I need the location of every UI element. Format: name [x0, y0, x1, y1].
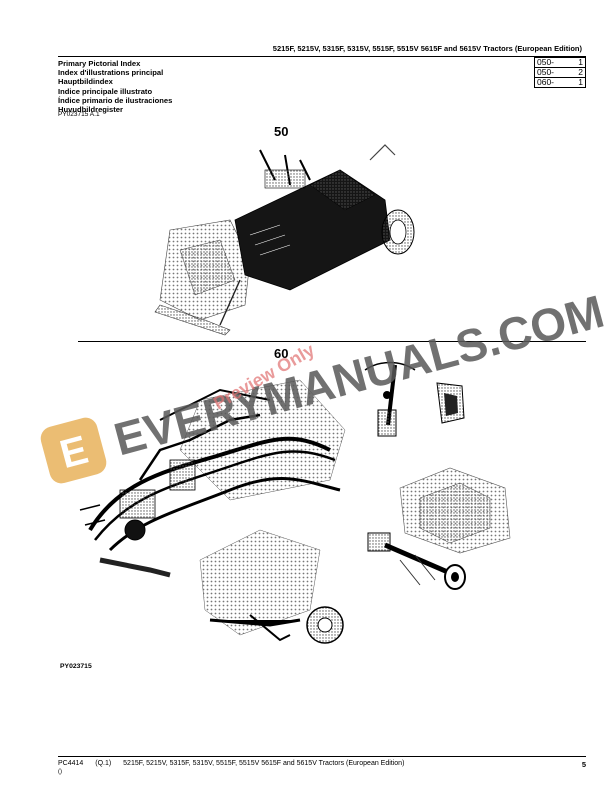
hydraulic-pump-illustration[interactable] [390, 458, 520, 558]
ref-code: 050- [534, 67, 571, 78]
section-divider [78, 341, 586, 342]
header-divider [58, 56, 586, 57]
footer-revision: (Q.1) [95, 760, 112, 767]
footer-doc-code: PC4414 [58, 760, 84, 767]
watermark-logo-badge [40, 417, 107, 484]
brake-illustration[interactable] [190, 520, 370, 660]
ref-row[interactable]: 050- 1 [534, 57, 587, 68]
ref-page: 1 [570, 57, 587, 68]
section-label-50[interactable]: 50 [274, 124, 289, 139]
index-title-it: Indice principale illustrato [58, 86, 153, 96]
index-title-en: Primary Pictorial Index [58, 59, 141, 68]
page-number: 5 [581, 760, 586, 769]
footer-divider [58, 756, 586, 757]
lever-illustration[interactable] [360, 355, 450, 445]
footer: PC4414 (Q.1) 5215F, 5215V, 5315F, 5315V,… [58, 760, 414, 767]
everymanuals-watermark: E EVERYMANUALS.COM Preview Only [40, 285, 609, 484]
hydraulic-lines-illustration[interactable] [79, 360, 360, 580]
index-title-fr: Index d'illustrations principal [58, 68, 164, 78]
ref-row[interactable]: 050- 2 [534, 67, 587, 78]
index-title-de: Hauptbildindex [58, 77, 113, 87]
footer-sub: () [58, 769, 62, 775]
document-header-title: 5215F, 5215V, 5315F, 5315V, 5515F, 5515V… [272, 44, 582, 53]
index-title-sv: Huvudbildregister [58, 105, 123, 115]
axle-illustration[interactable] [360, 525, 470, 595]
figure-label: PY023715 [60, 663, 92, 670]
bracket-illustration[interactable] [432, 378, 472, 428]
watermark-site-name: EVERYMANUALS.COM [109, 285, 610, 466]
index-title-es: Índice primario de ilustraciones [58, 95, 173, 105]
ref-row[interactable]: 060- 1 [534, 77, 587, 88]
figure-id-top: PY023715 A.1 [58, 111, 100, 118]
ref-page: 2 [570, 67, 587, 78]
ref-page: 1 [570, 77, 587, 88]
footer-title: 5215F, 5215V, 5315F, 5315V, 5515F, 5515V… [123, 760, 405, 767]
ref-code: 060- [534, 77, 571, 88]
index-title-list: Primary Pictorial Index Index d'illustra… [58, 59, 172, 114]
section-reference-table: 050- 1 050- 2 060- 1 [534, 57, 587, 88]
transmission-illustration[interactable] [140, 140, 420, 340]
section-label-60[interactable]: 60 [274, 346, 289, 361]
ref-code: 050- [534, 57, 571, 68]
